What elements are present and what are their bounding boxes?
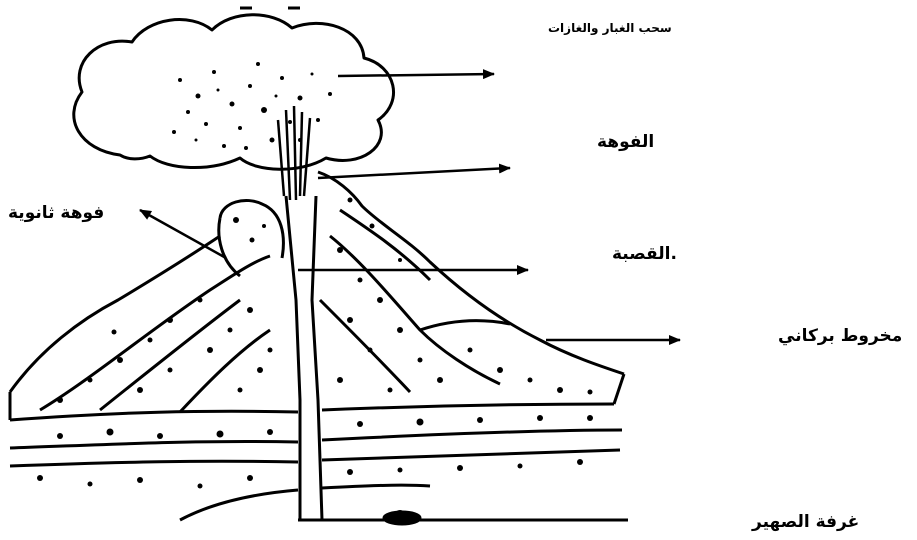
label-dust-gas-cloud: سحب الغبار والغازات <box>548 21 672 35</box>
label-vent: الفوهة <box>597 132 654 152</box>
label-secondary-vent: فوهة ثانوية <box>8 203 104 223</box>
ash-cloud <box>74 8 394 169</box>
magma-chamber <box>298 512 628 524</box>
rock-strata <box>10 404 622 520</box>
label-volcanic-cone: مخروط بركاني <box>778 326 902 346</box>
arrow-cloud <box>338 74 494 76</box>
label-arrows <box>140 74 680 340</box>
arrow-secondary-vent <box>140 210 226 258</box>
label-magma-chamber: غرفة الصهير <box>752 512 859 532</box>
arrow-vent <box>318 168 510 178</box>
secondary-cone <box>10 200 283 392</box>
eruption-column <box>278 106 310 200</box>
volcano-cone <box>10 172 624 520</box>
label-conduit: .القصبة <box>612 244 677 264</box>
